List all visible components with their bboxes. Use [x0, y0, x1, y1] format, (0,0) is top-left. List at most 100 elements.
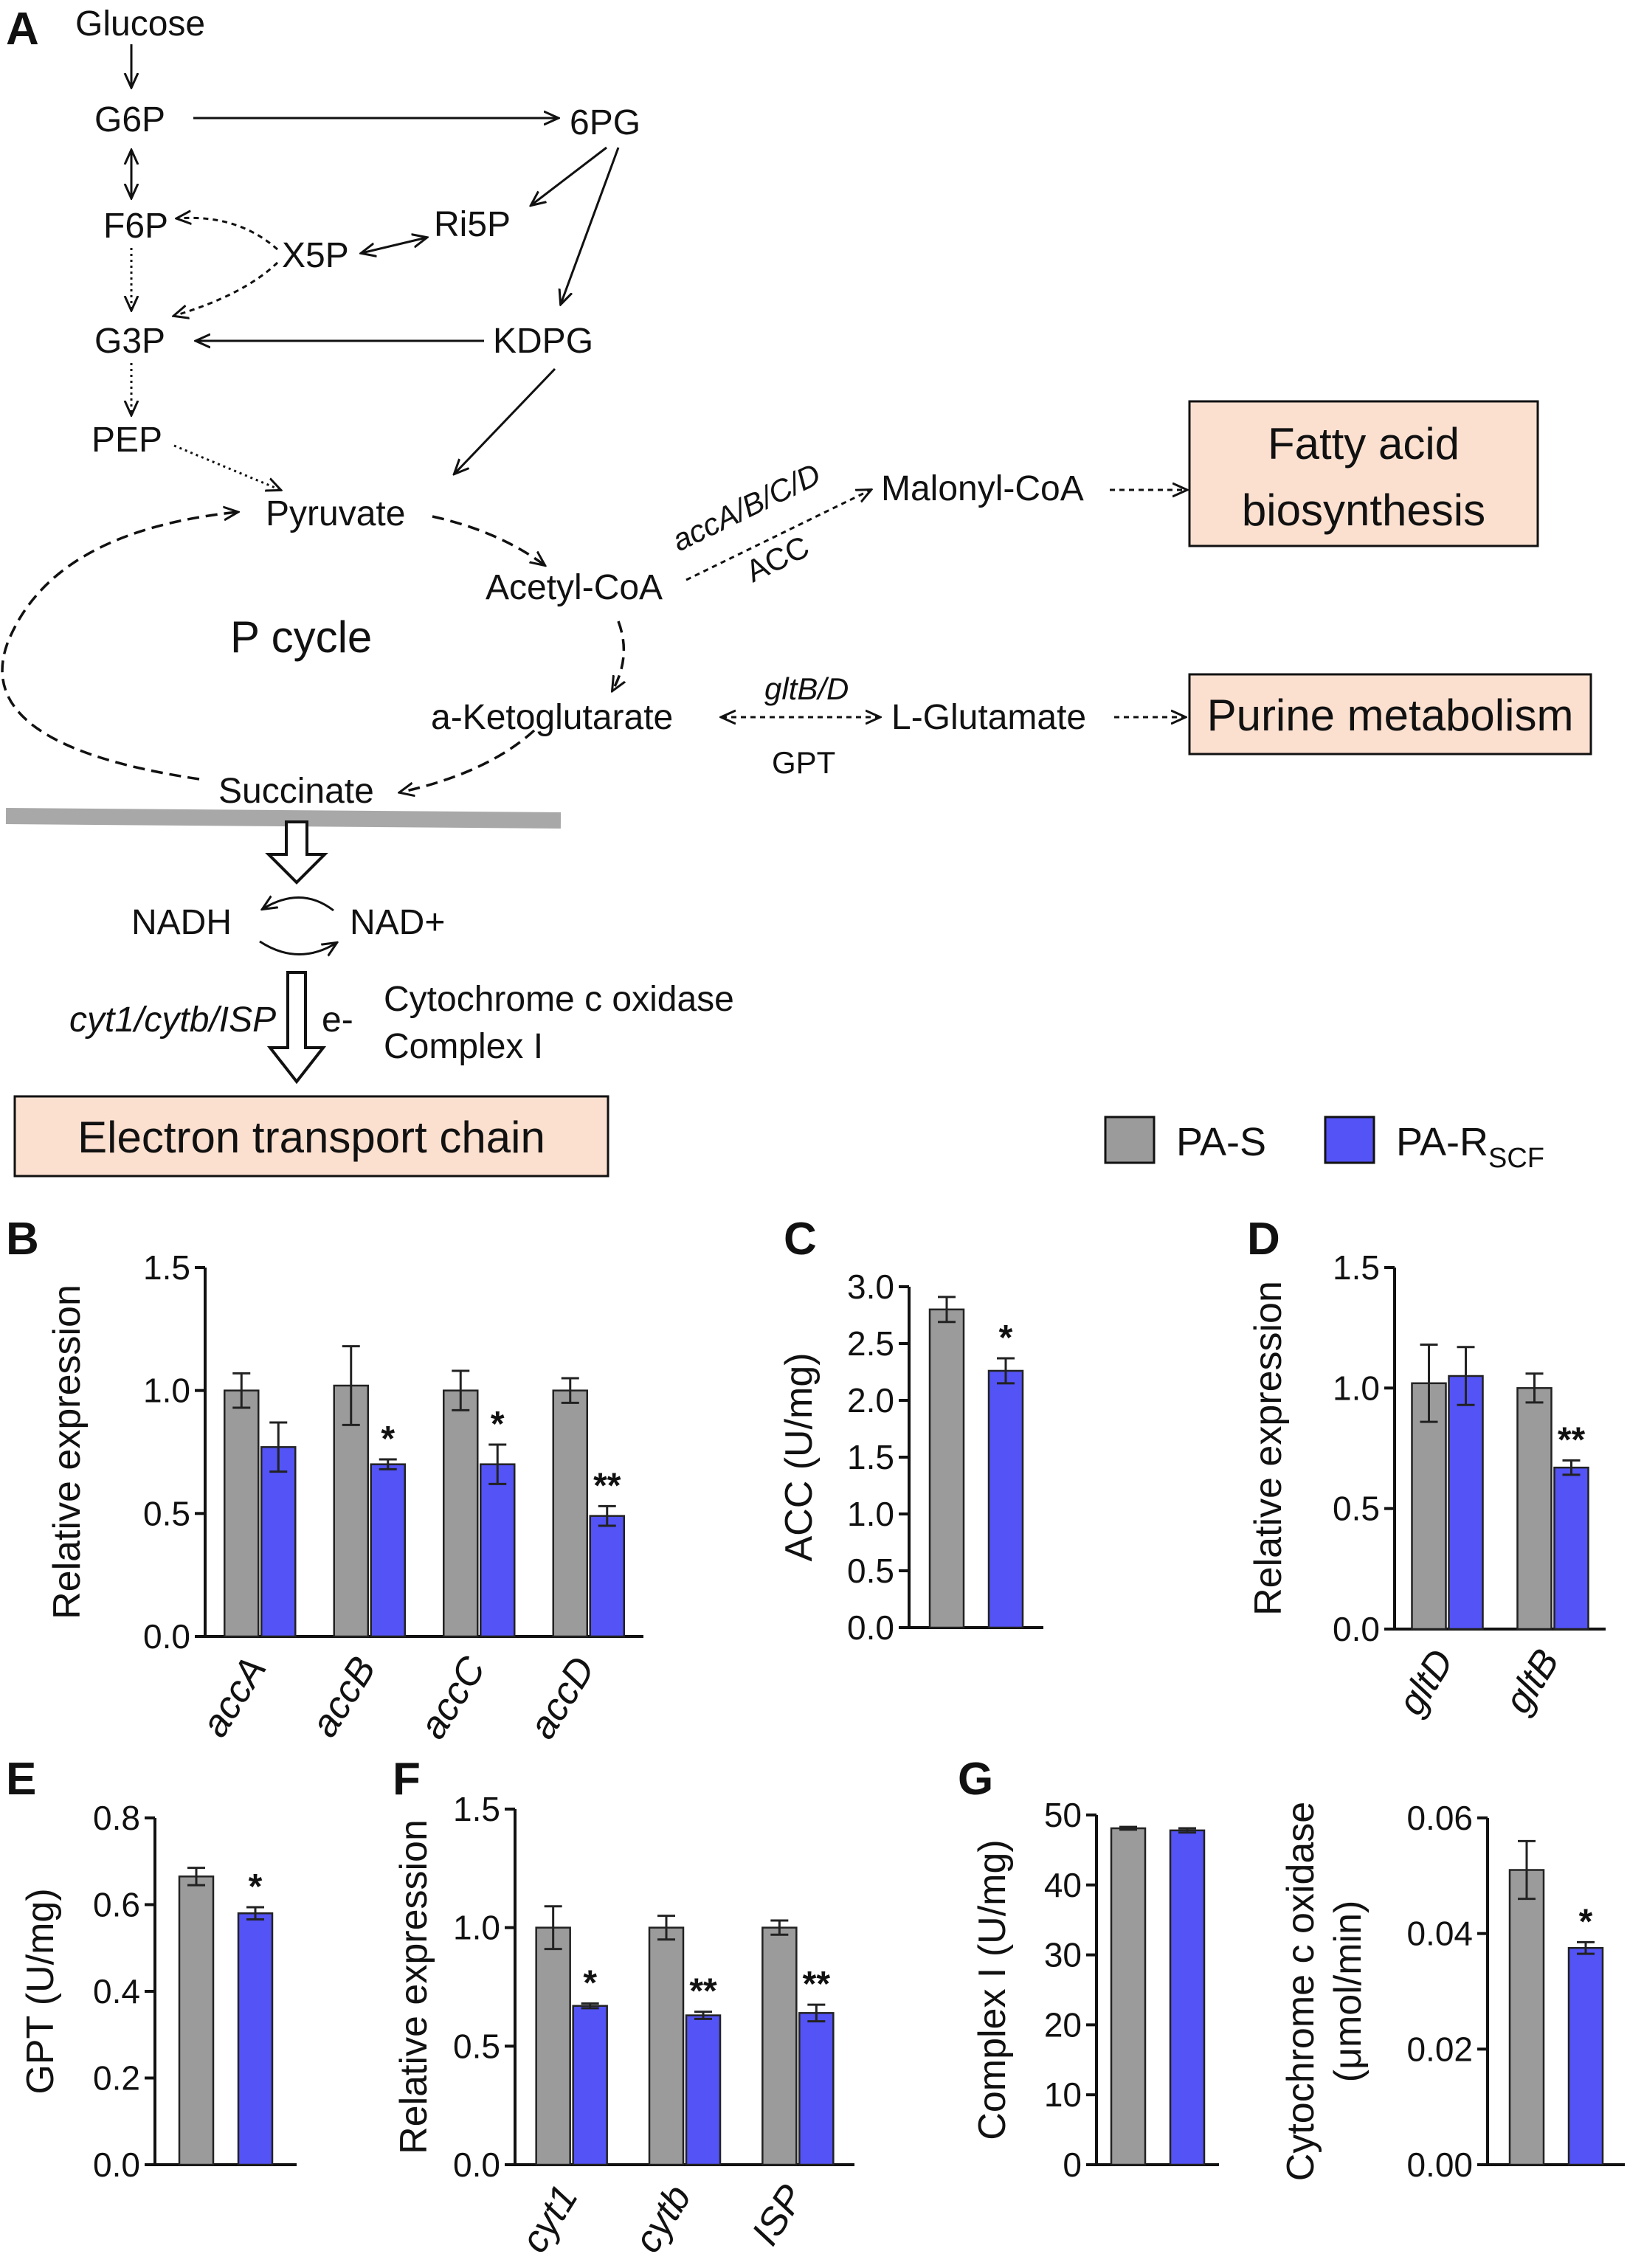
label-cyt-genes: cyt1/cytb/ISP — [69, 1000, 276, 1040]
node-6pg: 6PG — [570, 103, 640, 142]
chart-c-bar-pa-s — [928, 1308, 965, 1629]
arrow-aketo-succinate — [400, 729, 536, 792]
node-a-ketoglutarate: a-Ketoglutarate — [431, 698, 673, 737]
chart-e-ytick-label: 0.2 — [93, 2059, 140, 2098]
chart-g2-ytick-label: 0.06 — [1406, 1799, 1473, 1837]
legend-label-pa-r: PA-RSCF — [1396, 1120, 1544, 1174]
chart-g2-bar-pa-s — [1508, 1869, 1545, 2166]
chart-f-ytick-label: 0.5 — [453, 2027, 500, 2065]
chart-e-ytick-label: 0.6 — [93, 1886, 140, 1924]
chart-d-bar-pa-r — [1448, 1375, 1484, 1631]
chart-e-significance: * — [249, 1867, 263, 1906]
chart-b-significance: * — [491, 1405, 505, 1444]
arrow-6pg-ri5p — [531, 146, 607, 205]
chart-f-bar-pa-r — [572, 2005, 608, 2166]
chart-f-ylabel: Relative expression — [393, 1819, 435, 2154]
panel-letter-f: F — [393, 1754, 421, 1805]
chart-b-significance: ** — [593, 1466, 621, 1505]
chart-g2-bar-pa-r — [1567, 1947, 1604, 2166]
arrow-acetylcoa-aketo — [612, 620, 624, 691]
chart-b-bar-pa-s — [552, 1389, 588, 1638]
chart-d-significance: ** — [1558, 1420, 1586, 1459]
node-p-cycle: P cycle — [230, 612, 372, 662]
node-nadh: NADH — [131, 903, 232, 942]
chart-b-ytick-label: 1.0 — [143, 1372, 190, 1410]
hollow-arrow-succinate — [265, 820, 328, 885]
chart-d-ytick-label: 0.5 — [1333, 1490, 1380, 1528]
membrane-bar — [5, 808, 562, 829]
chart-f-significance: * — [583, 1963, 597, 2002]
panel-letter-a: A — [6, 4, 39, 55]
chart-f-bar-pa-s — [648, 1926, 685, 2166]
legend: PA-S PA-RSCF — [1104, 1116, 1544, 1174]
chart-g1-ytick-label: 10 — [1044, 2075, 1082, 2114]
chart-c-ytick-label: 0.5 — [847, 1552, 894, 1590]
chart-g1-ytick-label: 40 — [1044, 1866, 1082, 1904]
chart-b-bar-pa-r — [370, 1463, 406, 1638]
chart-e-ytick-label: 0.0 — [93, 2146, 140, 2184]
chart-g1-ytick-label: 30 — [1044, 1936, 1082, 1974]
chart-g1-bar-pa-r — [1169, 1829, 1206, 2166]
panel-letter-b: B — [6, 1214, 39, 1265]
legend-swatch-pa-r — [1324, 1116, 1375, 1164]
fatty-acid-box — [1188, 400, 1539, 547]
label-complex-one: Complex I — [384, 1027, 543, 1066]
chart-f-category-label: cytb — [626, 2178, 700, 2261]
hollow-arrow-etc — [266, 971, 327, 1085]
node-l-glutamate: L-Glutamate — [891, 698, 1086, 737]
chart-d-bar-pa-s — [1411, 1382, 1447, 1631]
chart-g1-ytick-label: 0 — [1063, 2146, 1082, 2184]
node-nad-plus: NAD+ — [350, 903, 445, 942]
chart-g1-ytick-label: 50 — [1044, 1796, 1082, 1834]
chart-f-ytick-label: 1.5 — [453, 1790, 500, 1828]
etc-box — [13, 1095, 609, 1178]
chart-c-ylabel: ACC (U/mg) — [778, 1352, 821, 1561]
chart-g2-ytick-label: 0.00 — [1406, 2146, 1473, 2184]
node-pep: PEP — [91, 421, 162, 460]
panel-a-pathway: A Glucose G6P 6PG F6P — [1, 4, 1592, 1178]
node-pyruvate: Pyruvate — [266, 494, 405, 533]
node-glucose: Glucose — [75, 4, 205, 44]
chart-e-ytick-label: 0.8 — [93, 1799, 140, 1837]
chart-e-ylabel: GPT (U/mg) — [19, 1888, 62, 2094]
chart-c-ytick-label: 1.0 — [847, 1495, 894, 1533]
node-acetyl-coa: Acetyl-CoA — [486, 568, 663, 607]
etc-label: Electron transport chain — [77, 1113, 545, 1162]
arrow-p-cycle-loop — [1, 512, 238, 781]
chart-c-ytick-label: 3.0 — [847, 1268, 894, 1306]
chart-e-bar-pa-s — [178, 1875, 215, 2166]
node-malonyl-coa: Malonyl-CoA — [881, 469, 1084, 508]
label-glt-genes: gltB/D — [764, 671, 849, 706]
chart-b-significance: * — [381, 1420, 395, 1459]
chart-b-bar-pa-s — [333, 1384, 369, 1638]
chart-b-ylabel: Relative expression — [46, 1285, 89, 1619]
chart-d-ytick-label: 1.0 — [1333, 1369, 1380, 1407]
chart-b-bar-pa-s — [224, 1389, 260, 1638]
node-x5p: X5P — [282, 236, 349, 275]
chart-g2-ytick-label: 0.04 — [1406, 1915, 1473, 1953]
chart-g1-ytick-label: 20 — [1044, 2005, 1082, 2044]
chart-b-bar-pa-r — [480, 1463, 516, 1638]
arrow-pep-pyruvate — [173, 444, 280, 490]
node-succinate: Succinate — [218, 772, 374, 811]
chart-b-bar-pa-r — [260, 1446, 297, 1638]
arrow-x5p-g3p — [174, 261, 279, 316]
chart-f-bar-pa-r — [685, 2014, 722, 2166]
chart-f-ytick-label: 0.0 — [453, 2146, 500, 2184]
fatty-acid-line2: biosynthesis — [1242, 485, 1485, 535]
chart-b-category-label: accA — [193, 1650, 274, 1745]
chart-c-ytick-label: 0.0 — [847, 1608, 894, 1647]
arrow-pyruvate-acetylcoa — [432, 515, 545, 565]
chart-b-ytick-label: 0.0 — [143, 1617, 190, 1656]
chart-f-bar-pa-r — [798, 2012, 835, 2166]
chart-f-ytick-label: 1.0 — [453, 1909, 500, 1947]
legend-label-pa-s: PA-S — [1176, 1120, 1266, 1164]
legend-swatch-pa-s — [1104, 1116, 1156, 1164]
chart-g2-significance: * — [1579, 1902, 1593, 1941]
